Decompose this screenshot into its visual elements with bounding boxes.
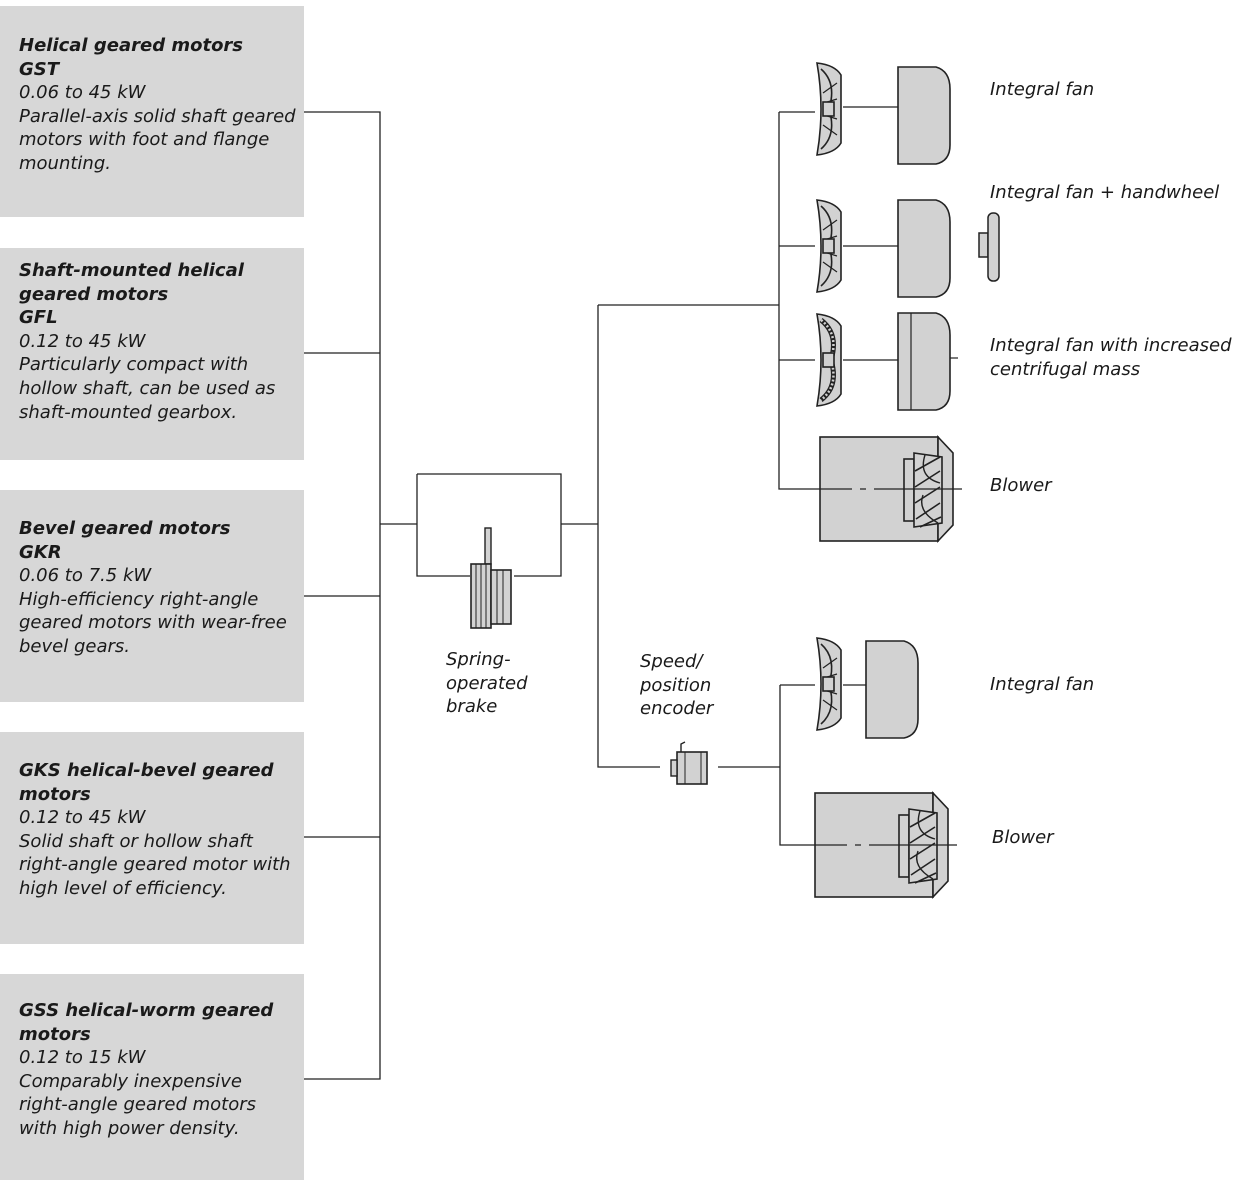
option-label-integral-fan-mass: Integral fan with increased centrifugal … [990,335,1232,380]
motor-box-gks: GKS helical-bevel geared motors 0.12 to … [0,732,304,944]
encoder-graphic [670,741,708,785]
motor-box-gss: GSS helical-worm geared motors 0.12 to 1… [0,974,304,1180]
motor-power: 0.06 to 45 kW [19,82,146,104]
option-label-integral-fan-handwheel: Integral fan + handwheel [990,182,1220,203]
motor-box-gkr: Bevel geared motors GKR 0.06 to 7.5 kW H… [0,490,304,702]
integral-fan-mass-graphic [817,313,958,411]
motor-box-gst: Helical geared motors GST 0.06 to 45 kW … [0,6,304,217]
motor-title: Bevel geared motors [19,518,231,539]
motor-power: 0.12 to 45 kW [19,330,146,352]
motor-description: Particularly compact with hollow shaft, … [19,354,276,423]
motor-title: Helical geared motors [19,35,244,56]
encoder-integral-fan-graphic [816,637,919,739]
motor-description: High-efficiency right-angle geared motor… [19,588,287,657]
option-label-blower: Blower [990,475,1052,496]
motor-code: GST [19,58,60,80]
motor-power: 0.06 to 7.5 kW [19,565,152,587]
encoder-label: Speed/ position encoder [640,651,714,720]
motor-description: Solid shaft or hollow shaft right-angle … [19,830,291,899]
integral-fan-graphic [816,62,951,165]
option-label-integral-fan: Integral fan [990,79,1095,100]
spring-brake-graphic [470,527,512,629]
integral-fan-handwheel-graphic [816,199,1000,298]
option-label-encoder-integral-fan: Integral fan [990,674,1095,695]
motor-title: GSS helical-worm geared motors [19,1000,274,1045]
motor-description: Comparably inexpensive right-angle geare… [19,1070,256,1139]
motor-code: GFL [19,307,58,329]
motor-code: GKR [19,541,62,563]
brake-label: Spring- operated brake [446,649,528,718]
motor-title: GKS helical-bevel geared motors [19,760,274,805]
blower-graphic [819,436,963,542]
motor-power: 0.12 to 15 kW [19,1047,146,1069]
motor-title: Shaft-mounted helical geared motors [19,260,244,305]
encoder-blower-graphic [814,792,958,898]
option-label-encoder-blower: Blower [992,827,1054,848]
motor-box-gfl: Shaft-mounted helical geared motors GFL … [0,248,304,460]
connector-lines [304,106,898,1080]
motor-power: 0.12 to 45 kW [19,807,146,829]
motor-description: Parallel-axis solid shaft geared motors … [19,105,296,174]
